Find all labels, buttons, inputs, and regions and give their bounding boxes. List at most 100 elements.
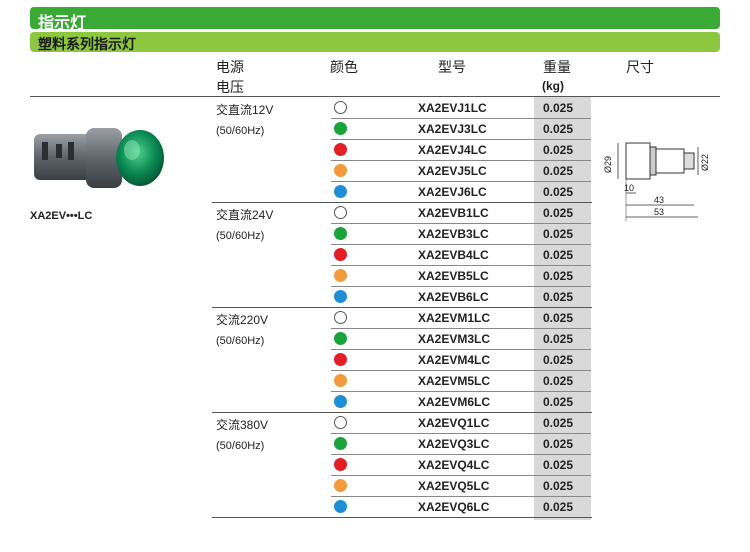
weight-value: 0.025 [543, 101, 574, 115]
subsection-title-bar: 塑料系列指示灯 [30, 32, 720, 52]
color-swatch-green [334, 227, 347, 240]
color-swatch-green [334, 332, 347, 345]
weight-value: 0.025 [543, 185, 574, 199]
table-row: XA2EVM1LC 0.025 [0, 308, 600, 329]
model-code: XA2EVM3LC [418, 332, 491, 346]
model-code: XA2EVB3LC [418, 227, 489, 241]
weight-value: 0.025 [543, 479, 574, 493]
indicator-light-image [34, 128, 164, 188]
voltage-label: 交直流24V [216, 208, 274, 222]
table-row: XA2EVQ5LC 0.025 [0, 476, 600, 497]
weight-value: 0.025 [543, 143, 574, 157]
row-divider [331, 265, 591, 266]
color-swatch-blue [334, 290, 347, 303]
dimension-drawing: Ø29 Ø22 10 43 53 [603, 142, 710, 221]
row-divider [331, 370, 591, 371]
color-swatch-green [334, 122, 347, 135]
dim-53: 53 [654, 207, 664, 217]
model-code: XA2EVM6LC [418, 395, 491, 409]
color-swatch-white [334, 206, 347, 219]
dim-d29: Ø29 [603, 156, 613, 173]
weight-value: 0.025 [543, 374, 574, 388]
frequency-label: (50/60Hz) [216, 125, 265, 137]
voltage-label: 交流380V [216, 418, 269, 432]
color-swatch-white [334, 311, 347, 324]
color-swatch-orange [334, 374, 347, 387]
weight-value: 0.025 [543, 458, 574, 472]
weight-value: 0.025 [543, 122, 574, 136]
header-model: 型号 [438, 59, 466, 75]
row-divider [331, 496, 591, 497]
row-divider [331, 349, 591, 350]
weight-value: 0.025 [543, 353, 574, 367]
table-row: XA2EVJ4LC 0.025 [0, 140, 600, 161]
voltage-label: 交直流12V [216, 103, 274, 117]
model-code: XA2EVQ6LC [418, 500, 490, 514]
table-row: XA2EVB6LC 0.025 [0, 287, 600, 308]
color-swatch-orange [334, 269, 347, 282]
model-code: XA2EVB1LC [418, 206, 489, 220]
model-code: XA2EVB5LC [418, 269, 489, 283]
model-code: XA2EVQ4LC [418, 458, 490, 472]
model-code: XA2EVM1LC [418, 311, 491, 325]
row-divider [331, 118, 591, 119]
header-color: 颜色 [330, 59, 358, 75]
product-label: XA2EV•••LC [30, 210, 93, 222]
model-code: XA2EVQ1LC [418, 416, 490, 430]
table-row: XA2EVB1LC 0.025 [0, 203, 600, 224]
color-swatch-blue [334, 395, 347, 408]
model-code: XA2EVQ3LC [418, 437, 490, 451]
table-row: XA2EVM3LC 0.025 [0, 329, 600, 350]
header-weight-line1: 重量 [543, 59, 571, 75]
color-swatch-white [334, 101, 347, 114]
color-swatch-orange [334, 164, 347, 177]
dim-d22: Ø22 [700, 154, 710, 171]
weight-value: 0.025 [543, 311, 574, 325]
table-row: XA2EVM6LC 0.025 [0, 392, 600, 413]
color-swatch-blue [334, 500, 347, 513]
row-divider [331, 286, 591, 287]
section-title: 指示灯 [38, 15, 87, 32]
subsection-title: 塑料系列指示灯 [38, 36, 136, 52]
weight-value: 0.025 [543, 395, 574, 409]
header-supply-line1: 电源 [216, 59, 244, 75]
table-row: XA2EVB3LC 0.025 [0, 224, 600, 245]
model-code: XA2EVQ5LC [418, 479, 490, 493]
color-swatch-red [334, 353, 347, 366]
table-row: XA2EVB5LC 0.025 [0, 266, 600, 287]
row-divider [331, 328, 591, 329]
row-divider [331, 475, 591, 476]
color-swatch-white [334, 416, 347, 429]
row-divider [331, 139, 591, 140]
weight-value: 0.025 [543, 248, 574, 262]
table-row: XA2EVQ4LC 0.025 [0, 455, 600, 476]
model-code: XA2EVM5LC [418, 374, 491, 388]
voltage-label: 交流220V [216, 313, 269, 327]
weight-value: 0.025 [543, 206, 574, 220]
weight-value: 0.025 [543, 332, 574, 346]
model-code: XA2EVJ4LC [418, 143, 487, 157]
group-divider [212, 412, 592, 413]
weight-value: 0.025 [543, 290, 574, 304]
header-weight-line2: (kg) [542, 79, 564, 93]
model-code: XA2EVB4LC [418, 248, 489, 262]
section-title-bar: 指示灯 [30, 7, 720, 32]
table-row: XA2EVQ3LC 0.025 [0, 434, 600, 455]
table-row: XA2EVB4LC 0.025 [0, 245, 600, 266]
weight-value: 0.025 [543, 437, 574, 451]
weight-value: 0.025 [543, 269, 574, 283]
color-swatch-red [334, 248, 347, 261]
header-supply-line2: 电压 [216, 79, 244, 95]
group-divider [212, 307, 592, 308]
model-code: XA2EVB6LC [418, 290, 489, 304]
group-divider [212, 202, 592, 203]
weight-value: 0.025 [543, 227, 574, 241]
model-code: XA2EVJ5LC [418, 164, 487, 178]
model-code: XA2EVJ3LC [418, 122, 487, 136]
model-code: XA2EVJ6LC [418, 185, 487, 199]
dim-10: 10 [624, 183, 634, 193]
